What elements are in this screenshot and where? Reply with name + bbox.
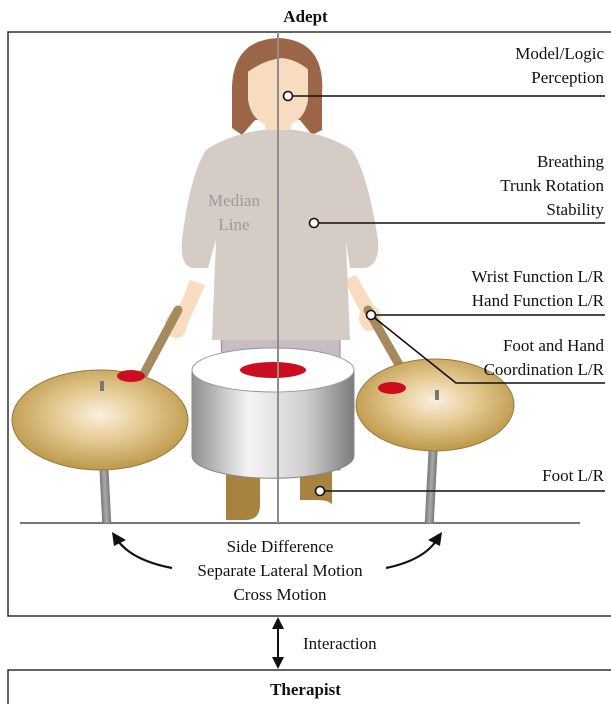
therapist-title: Therapist — [0, 680, 611, 700]
right-cymbal-bolt — [435, 390, 439, 400]
dot-foot — [316, 487, 325, 496]
left-cymbal-target — [117, 370, 145, 382]
drum-target — [240, 362, 306, 378]
interaction-label: Interaction — [303, 634, 377, 654]
adept-title: Adept — [0, 7, 611, 27]
dot-model — [284, 92, 293, 101]
left-cymbal-bolt — [100, 381, 104, 391]
median-line-label: Median Line — [200, 189, 268, 237]
label-foot: Foot L/R — [542, 464, 604, 488]
interaction-arrowhead-up — [272, 617, 284, 629]
left-arrowhead — [112, 532, 126, 546]
label-model-logic: Model/Logic Perception — [515, 42, 604, 90]
interaction-arrowhead-down — [272, 657, 284, 669]
right-cymbal-target — [378, 382, 406, 394]
dot-wrist — [367, 311, 376, 320]
label-wrist-hand: Wrist Function L/R Hand Function L/R — [472, 265, 604, 313]
label-coordination: Foot and Hand Coordination L/R — [484, 334, 604, 382]
label-side-difference: Side Difference Separate Lateral Motion … — [130, 535, 430, 607]
dot-breathing — [310, 219, 319, 228]
right-cymbal-stand — [425, 440, 438, 523]
label-breathing: Breathing Trunk Rotation Stability — [500, 150, 604, 222]
